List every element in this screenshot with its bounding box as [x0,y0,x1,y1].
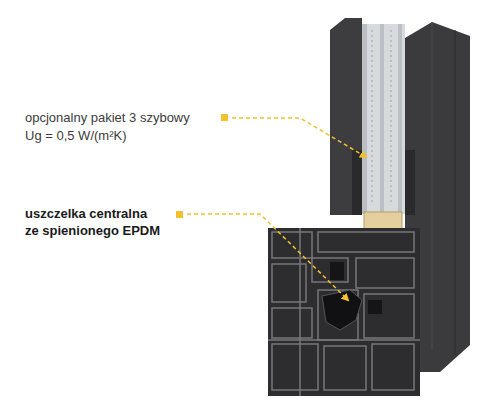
leader-line [187,214,348,300]
callout-text: opcjonalny pakiet 3 szybowy [25,109,190,126]
callout-marker [176,211,183,218]
glass-package [362,24,405,214]
spacer [364,212,402,230]
profile-section [268,228,420,396]
sash-upright [330,18,362,215]
callout-text: uszczelka centralna ze spienionego EPDM [25,205,190,239]
callout-value: Ug = 0,5 W/(m²K) [25,127,127,144]
leader-line [232,118,366,157]
central-gasket [322,290,362,330]
callout-marker [221,114,228,121]
